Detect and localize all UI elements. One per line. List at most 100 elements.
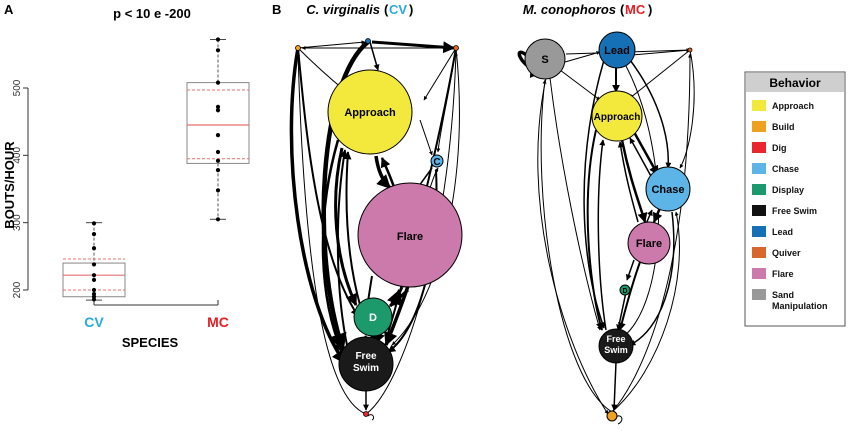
cv-edge [297, 47, 359, 317]
cv-title-open-paren: ( [384, 2, 389, 17]
cv-node-lead [365, 38, 371, 44]
legend-item: Dig [752, 142, 787, 153]
mc-edge [620, 139, 648, 223]
legend-swatch [752, 226, 766, 237]
mc-edge [549, 77, 601, 331]
cv-node-approach [327, 69, 413, 155]
mc-nodes: S Lead Approach Chase Flare D Free Swim [524, 31, 693, 422]
cv-edge [365, 51, 458, 415]
cv-edge [371, 40, 456, 54]
legend-label: Sand [772, 290, 794, 300]
legend-label: Dig [772, 143, 787, 153]
box-cv [62, 221, 126, 302]
legend-label: Approach [772, 101, 814, 111]
cv-node-dig [363, 411, 369, 417]
mc-edge [629, 59, 672, 169]
mc-node-chase-label: Chase [651, 184, 684, 196]
mc-edge [632, 131, 660, 176]
legend-item: Flare [752, 268, 794, 279]
cv-node-build [295, 45, 301, 51]
cv-node-display [353, 297, 393, 337]
cv-title: C. virginalis [306, 2, 380, 17]
mc-edge [564, 51, 601, 63]
cv-edge [334, 147, 358, 307]
mc-edge [611, 211, 680, 413]
mc-edge [629, 211, 675, 346]
mc-node-display [619, 284, 631, 296]
mc-edge [616, 291, 627, 331]
mc-edge [625, 259, 635, 281]
y-tick-label: 500 [12, 79, 23, 96]
legend-frame [744, 71, 846, 327]
data-point [91, 246, 97, 251]
cv-edge [289, 47, 347, 365]
mc-edge [617, 141, 639, 223]
cv-edge [419, 119, 433, 156]
cv-edge [321, 40, 370, 352]
mc-node-freeswim-label-box: Free Swim [604, 334, 628, 355]
mc-edge [559, 69, 601, 101]
mc-node-approach-label: Approach [594, 112, 641, 123]
data-point [215, 37, 221, 42]
legend-item: Free Swim [752, 205, 817, 216]
cv-node-flare [357, 182, 463, 288]
cv-title-abbr: CV [389, 2, 407, 17]
mc-edge [629, 49, 691, 99]
panel-b: B C. virginalis ( CV ) M. conophoros ( M… [272, 2, 846, 425]
data-point [215, 149, 221, 155]
cv-edge [297, 40, 366, 49]
y-tick-label: 200 [12, 281, 23, 298]
cv-edge [423, 47, 457, 101]
cv-node-freeswim [338, 336, 394, 392]
data-point [91, 262, 97, 267]
legend-swatch [752, 100, 766, 111]
cv-edge [296, 51, 367, 415]
cv-edge [321, 139, 344, 353]
data-point [215, 80, 221, 85]
cv-edge [384, 285, 410, 347]
data-point [91, 287, 97, 293]
mc-edge [652, 207, 663, 223]
legend-swatch [752, 184, 766, 195]
data-point [91, 221, 97, 226]
mc-network: S Lead Approach Chase Flare D Free Swim [517, 31, 695, 425]
legend-swatch [752, 205, 766, 216]
mc-title-abbr: MC [625, 2, 646, 17]
cv-node-display-label: D [369, 312, 377, 324]
data-point [91, 291, 97, 297]
mc-node-sand-label: S [541, 54, 548, 66]
cv-title-close-paren: ) [409, 2, 413, 17]
cv-node-chase-label: C [433, 157, 440, 168]
mc-edge [679, 49, 695, 169]
mc-title: M. conophoros [523, 2, 616, 17]
legend-swatch [752, 247, 766, 258]
legend-label: Flare [772, 269, 794, 279]
data-point [215, 217, 221, 222]
x-tick-label-cv: CV [84, 314, 104, 330]
cv-node-approach-label: Approach [344, 107, 396, 119]
cv-node-chase [430, 154, 444, 168]
box-mc [186, 37, 250, 222]
mc-node-build [606, 410, 618, 422]
legend-swatch [752, 268, 766, 279]
legend-item: Chase [752, 163, 799, 174]
mc-node-freeswim [598, 328, 634, 364]
legend-label: Chase [772, 164, 799, 174]
mc-node-lead-label: Lead [604, 45, 630, 57]
cv-edge [343, 151, 361, 306]
legend-label: Lead [772, 227, 793, 237]
cv-edge [369, 41, 380, 71]
data-point [215, 158, 221, 163]
cv-edge [336, 149, 349, 351]
mc-node-approach [591, 90, 643, 142]
legend-swatch [752, 289, 766, 300]
legend-item: Display [752, 184, 804, 195]
legend-swatch [752, 163, 766, 174]
legend-item: Quiver [752, 247, 801, 258]
mc-edge [629, 137, 653, 179]
x-tick-label-mc: MC [207, 314, 229, 330]
